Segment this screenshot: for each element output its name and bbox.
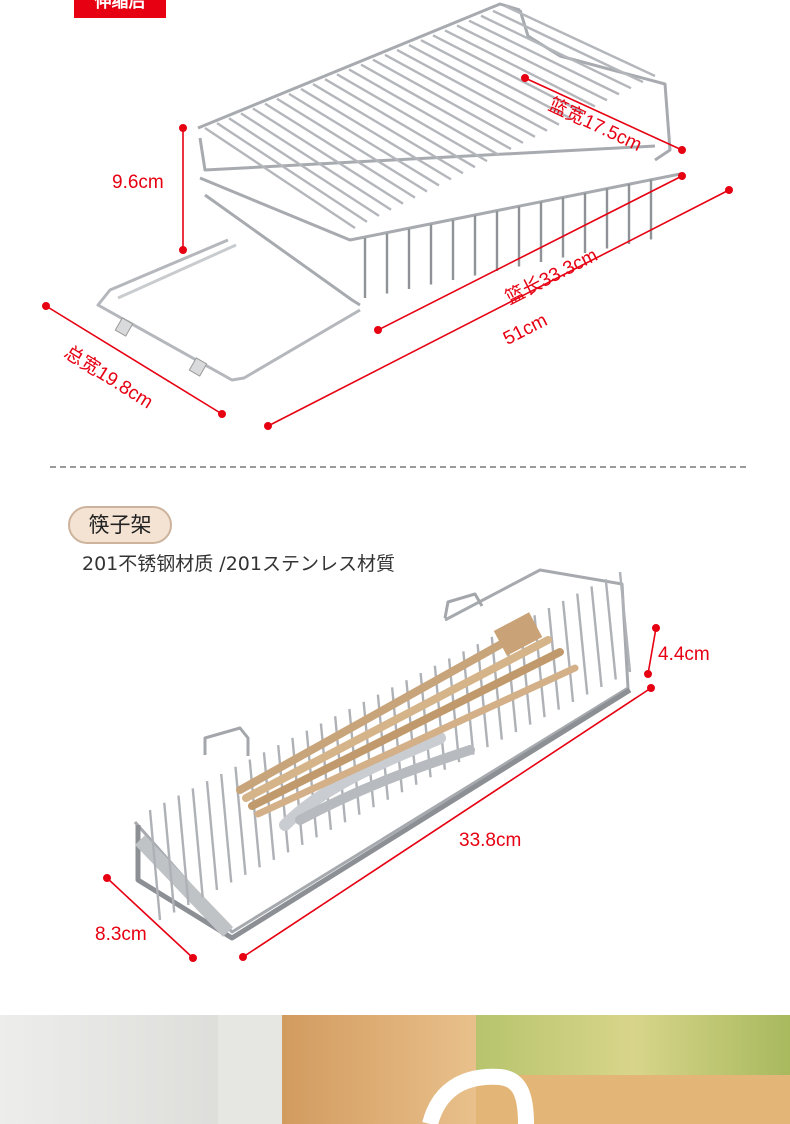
dim-height: 9.6cm (112, 172, 164, 193)
dim-holder-length: 33.8cm (459, 830, 522, 851)
section-title-pill: 筷子架 (68, 506, 172, 544)
chopstick-holder-illustration (103, 568, 660, 962)
holder-dimension-lines (103, 624, 660, 962)
section-title: 筷子架 (88, 513, 152, 537)
cutlery (236, 612, 579, 831)
header-tag-label: 伸缩后 (94, 0, 146, 12)
header-tag: 伸缩后 (74, 0, 166, 18)
lifestyle-photo (0, 1015, 790, 1124)
section-divider (50, 466, 746, 468)
basket-wireframe (96, 2, 681, 382)
dim-holder-width: 8.3cm (95, 924, 147, 945)
basket-slats (363, 179, 653, 298)
material-text: 201不锈钢材质 /201ステンレス材質 (82, 553, 395, 575)
dimension-lines (41, 74, 733, 430)
basket-wires (204, 4, 656, 229)
dish-basket-illustration (41, 2, 733, 430)
dim-holder-height: 4.4cm (658, 644, 710, 665)
holder-wires (148, 571, 632, 921)
